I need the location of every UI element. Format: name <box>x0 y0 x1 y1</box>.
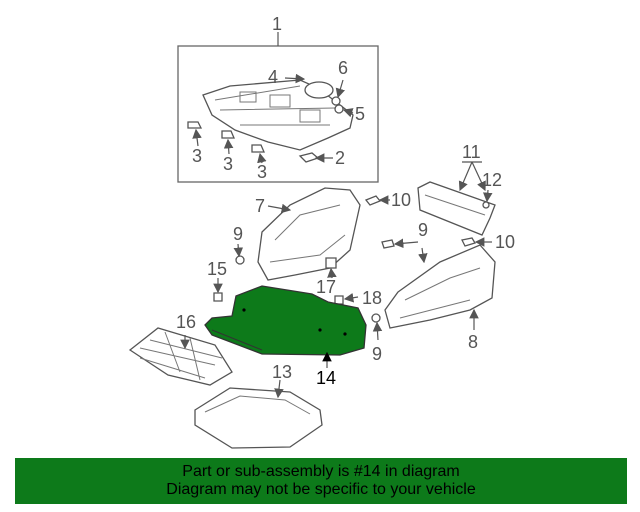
trunk-trim-part-11[interactable] <box>417 181 496 236</box>
parts-diagram: 1 4 6 5 3 3 3 2 7 10 11 12 9 9 10 15 17 … <box>128 14 515 449</box>
clip-part-3b[interactable] <box>221 130 235 139</box>
callout-6: 6 <box>338 58 348 78</box>
clip-part-10a[interactable] <box>364 195 382 206</box>
speaker-cover-part-4[interactable] <box>304 81 334 99</box>
floor-mat-part-13[interactable] <box>194 387 323 449</box>
clip-part-9b[interactable] <box>381 239 395 249</box>
callout-9a: 9 <box>233 224 243 244</box>
callout-17: 17 <box>316 277 336 297</box>
clip-part-9a[interactable] <box>235 255 245 265</box>
clip-part-5[interactable] <box>334 104 344 114</box>
clip-part-18[interactable] <box>334 295 344 305</box>
callout-10b: 10 <box>495 232 515 252</box>
banner-line-2: Diagram may not be specific to your vehi… <box>166 481 476 498</box>
callout-3a: 3 <box>192 146 202 166</box>
fastener-part-15[interactable] <box>213 292 223 302</box>
callout-4: 4 <box>268 67 278 87</box>
clip-part-9c[interactable] <box>371 313 381 323</box>
cargo-net-part-16[interactable] <box>128 327 233 386</box>
callout-16: 16 <box>176 312 196 332</box>
grommet-part-6[interactable] <box>331 96 341 106</box>
clip-part-10b[interactable] <box>461 237 476 247</box>
callout-2: 2 <box>335 148 345 168</box>
trunk-floor-mat-part-14[interactable] <box>204 285 367 356</box>
callout-5: 5 <box>355 104 365 124</box>
callout-8: 8 <box>468 332 478 352</box>
callout-15: 15 <box>207 259 227 279</box>
trunk-side-lining-right-part-8[interactable] <box>384 244 496 329</box>
callout-7: 7 <box>255 196 265 216</box>
callout-3b: 3 <box>223 154 233 174</box>
callout-11: 11 <box>462 142 481 162</box>
clip-part-3a[interactable] <box>187 121 203 129</box>
callout-9c: 9 <box>372 344 382 364</box>
callout-12: 12 <box>482 170 502 190</box>
callout-10a: 10 <box>391 190 411 210</box>
clip-part-3c[interactable] <box>251 144 265 153</box>
callout-18: 18 <box>362 288 382 308</box>
trunk-side-lining-left-part-7[interactable] <box>257 187 361 281</box>
callout-1: 1 <box>272 14 282 34</box>
highlight-notice-banner: Part or sub-assembly is #14 in diagram D… <box>15 458 627 504</box>
clip-part-17[interactable] <box>325 257 337 269</box>
callout-13: 13 <box>272 362 292 382</box>
banner-line-1: Part or sub-assembly is #14 in diagram <box>182 463 460 480</box>
callout-3c: 3 <box>257 162 267 182</box>
callout-9b: 9 <box>418 220 428 240</box>
clip-part-12[interactable] <box>482 201 490 209</box>
callout-14: 14 <box>316 368 336 388</box>
